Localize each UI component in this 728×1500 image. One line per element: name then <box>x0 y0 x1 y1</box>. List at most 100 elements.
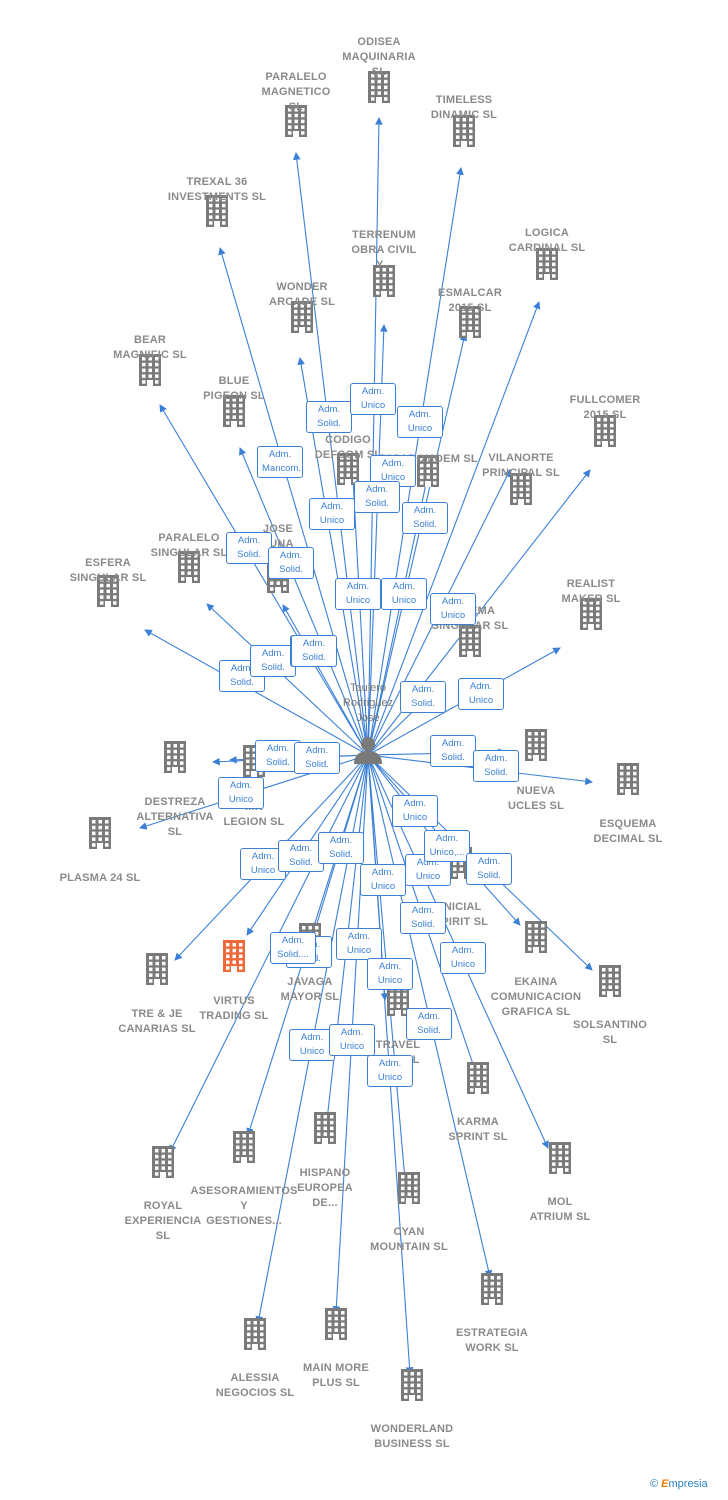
building-icon-realist[interactable] <box>578 596 604 630</box>
company-node-mol[interactable]: MOL ATRIUM SL <box>530 1195 591 1225</box>
company-label-nueva[interactable]: NUEVA UCLES SL <box>508 785 564 812</box>
company-node-fullcomer[interactable]: FULLCOMER 2015 SL <box>570 393 641 423</box>
company-node-karma[interactable]: KARMA SPRINT SL <box>448 1115 507 1145</box>
company-node-esmalcar[interactable]: ESMALCAR 2015 SL <box>438 286 502 316</box>
company-node-realist[interactable]: REALIST MAKER SL <box>561 577 620 607</box>
company-label-karma[interactable]: KARMA SPRINT SL <box>448 1116 508 1143</box>
company-node-cyan[interactable]: CYAN MOUNTAIN SL <box>370 1225 448 1255</box>
company-node-nueva[interactable]: NUEVA UCLES SL <box>508 784 564 814</box>
company-label-javaga[interactable]: JAVAGA MAYOR SL <box>280 976 340 1003</box>
company-label-esmalcar[interactable]: ESMALCAR 2015 SL <box>438 287 502 314</box>
building-icon-cyan[interactable] <box>396 1170 422 1204</box>
building-icon-destreza[interactable] <box>162 739 188 773</box>
building-icon-esquema[interactable] <box>615 761 641 795</box>
company-node-esfera[interactable]: ESFERA SINGULAR SL <box>70 556 147 586</box>
building-icon-codigo[interactable] <box>335 451 361 485</box>
company-node-destreza[interactable]: DESTREZA ALTERNATIVA SL <box>136 795 213 840</box>
company-label-bear[interactable]: BEAR MAGNIFIC SL <box>113 334 187 361</box>
building-icon-mol[interactable] <box>547 1140 573 1174</box>
company-node-alessia[interactable]: ALESSIA NEGOCIOS SL <box>216 1371 295 1401</box>
building-icon-ekaina[interactable] <box>523 919 549 953</box>
building-icon-logica[interactable] <box>534 246 560 280</box>
company-label-paralelo-magnetico[interactable]: PARALELO MAGNETICO SL <box>261 71 331 113</box>
company-label-alessia[interactable]: ALESSIA NEGOCIOS SL <box>215 1372 295 1399</box>
building-icon-odisea[interactable] <box>366 69 392 103</box>
company-node-mainmore[interactable]: MAIN MORE PLUS SL <box>303 1361 369 1391</box>
company-node-odisea[interactable]: ODISEA MAQUINARIA SL <box>342 35 416 80</box>
company-label-asesoramientos[interactable]: ASESORAMIENTOS Y GESTIONES... <box>190 1185 298 1227</box>
center-person-name[interactable]: Taulero Rodriguez Jose <box>342 682 394 724</box>
building-icon-esmalcar[interactable] <box>457 304 483 338</box>
company-node-asesoramientos[interactable]: ASESORAMIENTOS Y GESTIONES... <box>190 1184 297 1229</box>
building-icon-wonderland[interactable] <box>399 1367 425 1401</box>
company-node-plasma[interactable]: PLASMA 24 SL <box>60 871 141 886</box>
company-node-codigo[interactable]: CODIGO DEFCOM SL <box>315 433 382 463</box>
company-node-esquema[interactable]: ESQUEMA DECIMAL SL <box>593 817 662 847</box>
company-node-solsantino[interactable]: SOLSANTINO SL <box>573 1018 647 1048</box>
building-icon-asesoramientos[interactable] <box>231 1129 257 1163</box>
building-icon-hispano[interactable] <box>312 1110 338 1144</box>
company-label-hispano[interactable]: HISPANO EUROPEA DE... <box>297 1167 353 1209</box>
company-label-virtus[interactable]: VIRTUS TRADING SL <box>199 995 269 1022</box>
company-node-paralelo-magnetico[interactable]: PARALELO MAGNETICO SL <box>261 70 330 115</box>
company-node-estrategia[interactable]: ESTRATEGIA WORK SL <box>456 1326 528 1356</box>
company-node-timeless[interactable]: TIMELESS DINAMIC SL <box>431 93 497 123</box>
company-label-solsantino[interactable]: SOLSANTINO SL <box>572 1019 648 1046</box>
company-label-codigo[interactable]: CODIGO DEFCOM SL <box>314 434 381 461</box>
company-node-ekaina[interactable]: EKAINA COMUNICACION GRAFICA SL <box>491 975 581 1020</box>
company-node-vilanorte[interactable]: VILANORTE PRINCIPAL SL <box>482 451 560 481</box>
company-label-paralelo-singular[interactable]: PARALELO SINGULAR SL <box>150 532 228 559</box>
company-label-vilanorte[interactable]: VILANORTE PRINCIPAL SL <box>482 452 560 479</box>
company-node-royal[interactable]: ROYAL EXPERIENCIA SL <box>125 1199 202 1244</box>
company-label-estrategia[interactable]: ESTRATEGIA WORK SL <box>455 1327 529 1354</box>
building-icon-wonder[interactable] <box>289 299 315 333</box>
company-label-wonder[interactable]: WONDER ARCADE SL <box>269 281 335 308</box>
company-label-destreza[interactable]: DESTREZA ALTERNATIVA SL <box>136 796 214 838</box>
building-icon-alessia[interactable] <box>242 1316 268 1350</box>
company-label-mol[interactable]: MOL ATRIUM SL <box>529 1196 591 1223</box>
building-icon-bear[interactable] <box>137 352 163 386</box>
building-icon-tre[interactable] <box>144 951 170 985</box>
company-label-cyan[interactable]: CYAN MOUNTAIN SL <box>370 1226 448 1253</box>
company-label-wonderland[interactable]: WONDERLAND BUSINESS SL <box>370 1423 454 1450</box>
company-node-javaga[interactable]: JAVAGA MAYOR SL <box>281 975 340 1005</box>
building-icon-terrenum[interactable] <box>371 263 397 297</box>
building-icon-estrategia[interactable] <box>479 1271 505 1305</box>
company-node-blue[interactable]: BLUE PIGEON SL <box>203 374 265 404</box>
building-icon-esparomoem[interactable] <box>415 453 441 487</box>
empresia-brand[interactable]: © Empresia <box>650 1478 708 1490</box>
building-icon-mainmore[interactable] <box>323 1306 349 1340</box>
building-icon-trexal[interactable] <box>204 193 230 227</box>
company-label-odisea[interactable]: ODISEA MAQUINARIA SL <box>342 36 416 78</box>
building-icon-paralelo-magnetico[interactable] <box>283 103 309 137</box>
building-icon-blue[interactable] <box>221 393 247 427</box>
company-label-tre[interactable]: TRE & JE CANARIAS SL <box>118 1008 196 1035</box>
company-label-realist[interactable]: REALIST MAKER SL <box>561 578 621 605</box>
building-icon-paralelo-singular[interactable] <box>176 549 202 583</box>
building-icon-vilanorte[interactable] <box>508 471 534 505</box>
company-node-logica[interactable]: LOGICA CARDINAL SL <box>509 226 586 256</box>
company-node-wonder[interactable]: WONDER ARCADE SL <box>269 280 335 310</box>
person-icon[interactable] <box>352 734 384 766</box>
building-icon-esfera[interactable] <box>95 573 121 607</box>
company-label-esfera[interactable]: ESFERA SINGULAR SL <box>69 557 147 584</box>
building-icon-nueva[interactable] <box>523 727 549 761</box>
company-node-paralelo-singular[interactable]: PARALELO SINGULAR SL <box>151 531 228 561</box>
building-icon-fullcomer[interactable] <box>592 413 618 447</box>
company-label-trexal[interactable]: TREXAL 36 INVESTMENTS SL <box>167 176 267 203</box>
building-icon-royal[interactable] <box>150 1144 176 1178</box>
company-label-logica[interactable]: LOGICA CARDINAL SL <box>508 227 586 254</box>
company-node-trexal[interactable]: TREXAL 36 INVESTMENTS SL <box>168 175 266 205</box>
building-icon-plasma[interactable] <box>87 815 113 849</box>
company-node-virtus[interactable]: VIRTUS TRADING SL <box>199 994 268 1024</box>
building-icon-karma[interactable] <box>465 1060 491 1094</box>
building-icon-virtus[interactable] <box>221 938 247 972</box>
company-label-ekaina[interactable]: EKAINA COMUNICACION GRAFICA SL <box>490 976 582 1018</box>
building-icon-solsantino[interactable] <box>597 963 623 997</box>
company-label-mainmore[interactable]: MAIN MORE PLUS SL <box>303 1362 369 1389</box>
company-label-timeless[interactable]: TIMELESS DINAMIC SL <box>430 94 498 121</box>
company-label-blue[interactable]: BLUE PIGEON SL <box>203 375 265 402</box>
company-node-terrenum[interactable]: TERRENUM OBRA CIVIL Y... <box>351 228 416 273</box>
company-label-esquema[interactable]: ESQUEMA DECIMAL SL <box>593 818 663 845</box>
company-node-bear[interactable]: BEAR MAGNIFIC SL <box>113 333 187 363</box>
